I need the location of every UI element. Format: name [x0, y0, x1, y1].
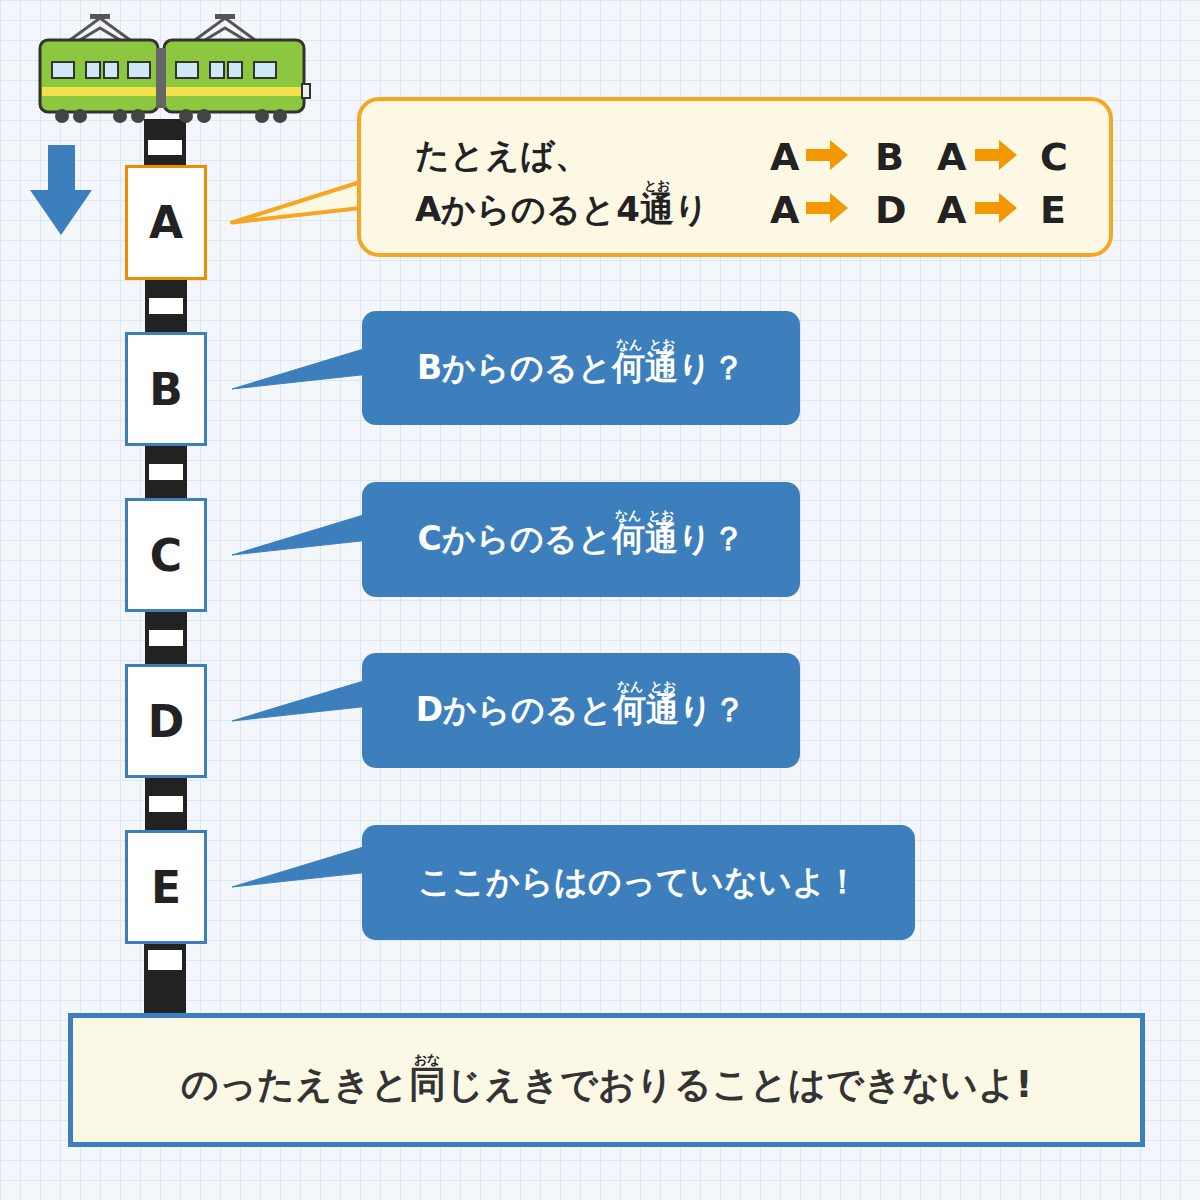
track-tie — [148, 950, 182, 970]
node-text: のったえきと同じえきでおりることはできないよ! — [181, 1050, 1033, 1110]
station-box: A — [125, 165, 207, 280]
callout-tail — [232, 513, 370, 555]
callout-tail — [232, 679, 370, 721]
track-segment — [145, 120, 185, 165]
ruby-reading: とお — [648, 509, 674, 522]
station-box: B — [125, 332, 207, 446]
node-text: B — [875, 135, 904, 179]
node-text: ここからはのっていないよ！ — [418, 860, 859, 905]
ruby-reading: なん — [615, 509, 641, 522]
node-text: E — [1040, 188, 1066, 232]
node-text: Cからのると何通り？ — [417, 517, 744, 562]
callout-tail — [232, 347, 370, 389]
node-text: Bからのると何通り？ — [417, 346, 745, 391]
track-segment — [146, 778, 186, 830]
ruby-reading: とお — [650, 680, 676, 693]
ruby-reading: なん — [616, 338, 642, 351]
ruby-reading: とお — [649, 338, 675, 351]
callout-tail — [232, 181, 365, 223]
ruby-reading: とお — [644, 179, 670, 192]
node-text: A — [770, 188, 799, 232]
example-callout: たとえば、Aからのると4通りABACADAE — [357, 97, 1113, 257]
direction-arrow — [30, 145, 92, 235]
question-callout: Cからのると何通り？ — [362, 482, 800, 597]
track-segment — [145, 944, 185, 1013]
node-text: A — [770, 135, 799, 179]
station-box: D — [125, 664, 207, 778]
node-text: たとえば、 — [415, 133, 589, 179]
track-tie — [148, 990, 182, 991]
ruby-reading: なん — [617, 680, 643, 693]
station-box: E — [125, 830, 207, 944]
callout-tail — [232, 845, 370, 887]
node-text: A — [149, 197, 183, 248]
node-text: D — [148, 696, 185, 747]
node-text: A — [937, 135, 966, 179]
node-text: A — [937, 188, 966, 232]
track-segment — [146, 280, 186, 332]
node-text: B — [149, 364, 183, 415]
track-segment — [146, 446, 186, 498]
node-text: Dからのると何通り？ — [416, 688, 746, 733]
question-callout: Bからのると何通り？ — [362, 311, 800, 425]
node-text: D — [875, 188, 907, 232]
node-text: E — [151, 862, 181, 913]
ruby-reading: おな — [414, 1053, 440, 1066]
node-text: C — [1040, 135, 1068, 179]
question-callout: Dからのると何通り？ — [362, 653, 800, 768]
station-box: C — [125, 498, 207, 612]
rule-box: のったえきと同じえきでおりることはできないよ! — [68, 1013, 1145, 1147]
track-tie — [148, 140, 182, 155]
node-text: C — [150, 530, 182, 581]
train — [40, 14, 310, 123]
node-text: Aからのると4通り — [415, 187, 709, 233]
track-segment — [146, 612, 186, 664]
note-callout: ここからはのっていないよ！ — [362, 825, 915, 940]
